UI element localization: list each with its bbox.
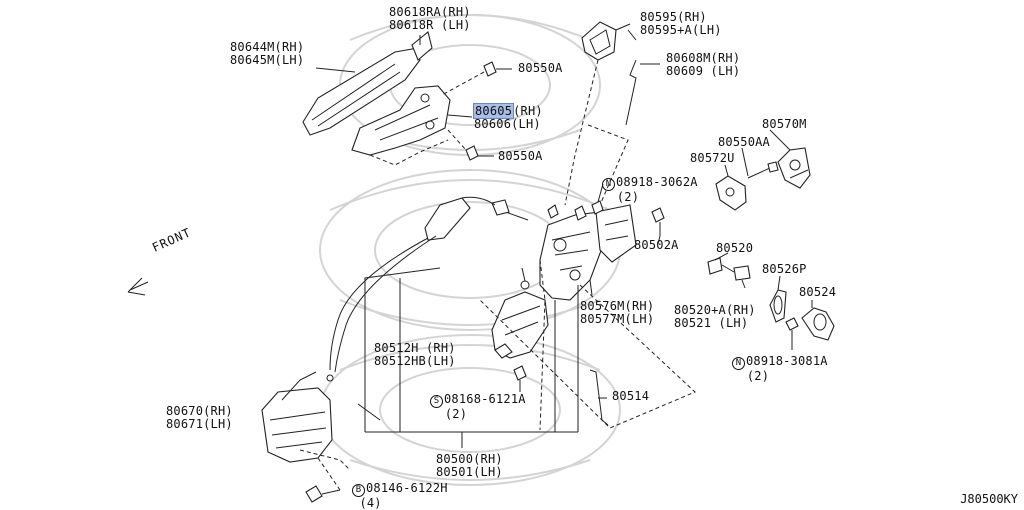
assembly-dashed-outline	[479, 284, 696, 429]
nut-80520-part	[707, 257, 751, 281]
label-80500: 80500(RH) 80501(LH)	[436, 452, 503, 479]
screw-80550aa-part	[747, 161, 779, 179]
bolt-80550a-parts	[369, 61, 512, 166]
label-80514: 80514	[612, 389, 650, 403]
label-80572: 80572U	[690, 151, 735, 165]
inside-handle-part	[564, 21, 631, 206]
label-80570: 80570M	[762, 117, 807, 131]
striker-part	[777, 147, 811, 189]
latch-bracket-part	[261, 371, 351, 491]
label-80595: 80595(RH) 80595+A(LH)	[640, 10, 722, 37]
label-80576: 80576M(RH) 80577M(LH)	[580, 299, 655, 326]
rod-80608-part	[625, 59, 660, 126]
cylinder-part	[801, 307, 835, 341]
label-80550a-mid: 80550A	[498, 149, 543, 163]
nut-08918-3081-part	[785, 317, 799, 350]
front-arrow-icon	[127, 277, 149, 296]
label-80618: 80618RA(RH) 80618R (LH)	[389, 5, 471, 32]
label-80605: 80605(RH) 80606(LH)	[472, 103, 543, 131]
bolt-80502a-part	[651, 207, 665, 236]
rod-80514-part	[589, 369, 609, 426]
label-80502a: 80502A	[634, 238, 679, 252]
bumper-part	[769, 289, 787, 323]
label-80524: 80524	[799, 285, 837, 299]
assembly-dashed-guide	[539, 259, 546, 431]
label-80526p: 80526P	[762, 262, 807, 276]
label-80670: 80670(RH) 80671(LH)	[166, 404, 233, 431]
leader-lines	[315, 29, 813, 421]
actuator-motor-part	[491, 267, 549, 359]
handle-bracket-part	[351, 85, 473, 156]
label-80550aa: 80550AA	[718, 135, 770, 149]
assembly-bracket-lines	[364, 267, 579, 448]
screw-08168-part	[513, 365, 527, 392]
label-80520: 80520	[716, 241, 754, 255]
label-80550a-top: 80550A	[518, 61, 563, 75]
label-80608: 80608M(RH) 80609 (LH)	[666, 51, 741, 78]
outside-handle-part	[302, 31, 433, 136]
diagram-code: J80500KY	[960, 492, 1018, 506]
label-80520a: 80520+A(RH) 80521 (LH)	[674, 303, 756, 330]
label-80512: 80512H (RH) 80512HB(LH)	[374, 341, 456, 368]
door-lock-actuator-part	[539, 204, 637, 301]
label-80644: 80644M(RH) 80645M(LH)	[230, 40, 305, 67]
bolt-08146-part	[305, 485, 341, 503]
cable-part	[326, 196, 529, 382]
nut-08918-3062-part	[591, 200, 604, 215]
shim-part	[715, 175, 747, 211]
